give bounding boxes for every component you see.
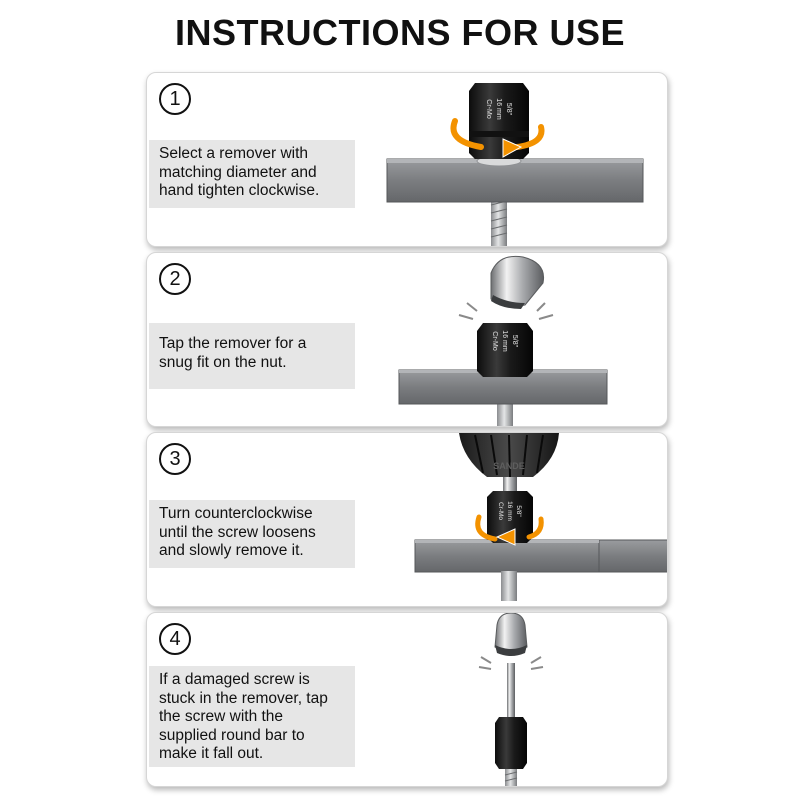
step-number-badge: 4 — [159, 623, 191, 655]
steel-plate — [414, 539, 600, 573]
socket-size-mm: 16 mm — [495, 98, 502, 120]
step-number-badge: 2 — [159, 263, 191, 295]
step-card-3: 3 Turn counterclockwise until the screw … — [146, 432, 668, 607]
step-instruction: Select a remover with matching diameter … — [149, 140, 355, 208]
instruction-line: Turn counterclockwise — [159, 505, 313, 522]
drill-brand-label: SANDE — [493, 461, 525, 471]
instruction-line: supplied round bar to — [159, 726, 305, 744]
socket-material: Cr-Mo — [491, 331, 498, 351]
step-number-badge: 3 — [159, 443, 191, 475]
instruction-line: and slowly remove it. — [159, 542, 304, 559]
socket-material: Cr-Mo — [497, 502, 504, 520]
instruction-line: until the screw loosens — [159, 523, 316, 541]
step-1-illustration: 5/8" 16 mm Cr-Mo — [386, 83, 644, 246]
instruction-line: hand tighten clockwise. — [159, 182, 320, 199]
clockwise-arrow-icon — [450, 118, 545, 158]
page-title: INSTRUCTIONS FOR USE — [174, 12, 625, 53]
instruction-line: Tap the remover for a — [159, 335, 307, 352]
step-3-illustration: SANDE 5/8" 16 mm Cr-Mo — [414, 433, 667, 601]
step-card-2: 2 Tap the remover for a snug fit on the … — [146, 252, 668, 427]
step-instruction: Tap the remover for a snug fit on the nu… — [149, 323, 355, 389]
socket-size-mm: 16 mm — [506, 501, 513, 521]
step-2-illustration: 5/8" 16 mm Cr-Mo — [398, 255, 608, 426]
instruction-line: stuck in the remover, tap — [159, 689, 328, 707]
remover-socket — [469, 83, 529, 159]
socket-size-inch: 5/8" — [515, 505, 522, 517]
steel-plate — [386, 158, 644, 203]
socket-size-inch: 5/8" — [511, 335, 518, 348]
step-card-1: 1 Select a remover with matching diamete… — [146, 72, 668, 247]
impact-lines-icon — [478, 656, 544, 670]
remover-socket — [487, 491, 533, 543]
instruction-line: snug fit on the nut. — [159, 353, 287, 371]
hammer-head-icon — [494, 613, 528, 652]
step-4-illustration — [478, 613, 544, 786]
socket-material: Cr-Mo — [485, 99, 492, 119]
remover-socket — [477, 323, 533, 377]
step-instruction: If a damaged screw is stuck in the remov… — [149, 666, 355, 767]
counterclockwise-arrow-icon — [475, 514, 544, 546]
step-instruction: Turn counterclockwise until the screw lo… — [149, 500, 355, 568]
instruction-line: Select a remover with — [159, 145, 309, 162]
step-number-badge: 1 — [159, 83, 191, 115]
instruction-line: make it fall out. — [159, 745, 264, 762]
impact-lines-icon — [458, 302, 554, 320]
socket-size-mm: 16 mm — [501, 330, 508, 352]
instruction-line: matching diameter and — [159, 163, 317, 181]
socket-size-inch: 5/8" — [505, 103, 512, 116]
instruction-line: the screw with the — [159, 708, 284, 725]
step-card-4: 4 If a damaged screw is stuck in the rem… — [146, 612, 668, 787]
remover-socket — [495, 717, 527, 769]
instruction-line: If a damaged screw is — [159, 671, 310, 688]
